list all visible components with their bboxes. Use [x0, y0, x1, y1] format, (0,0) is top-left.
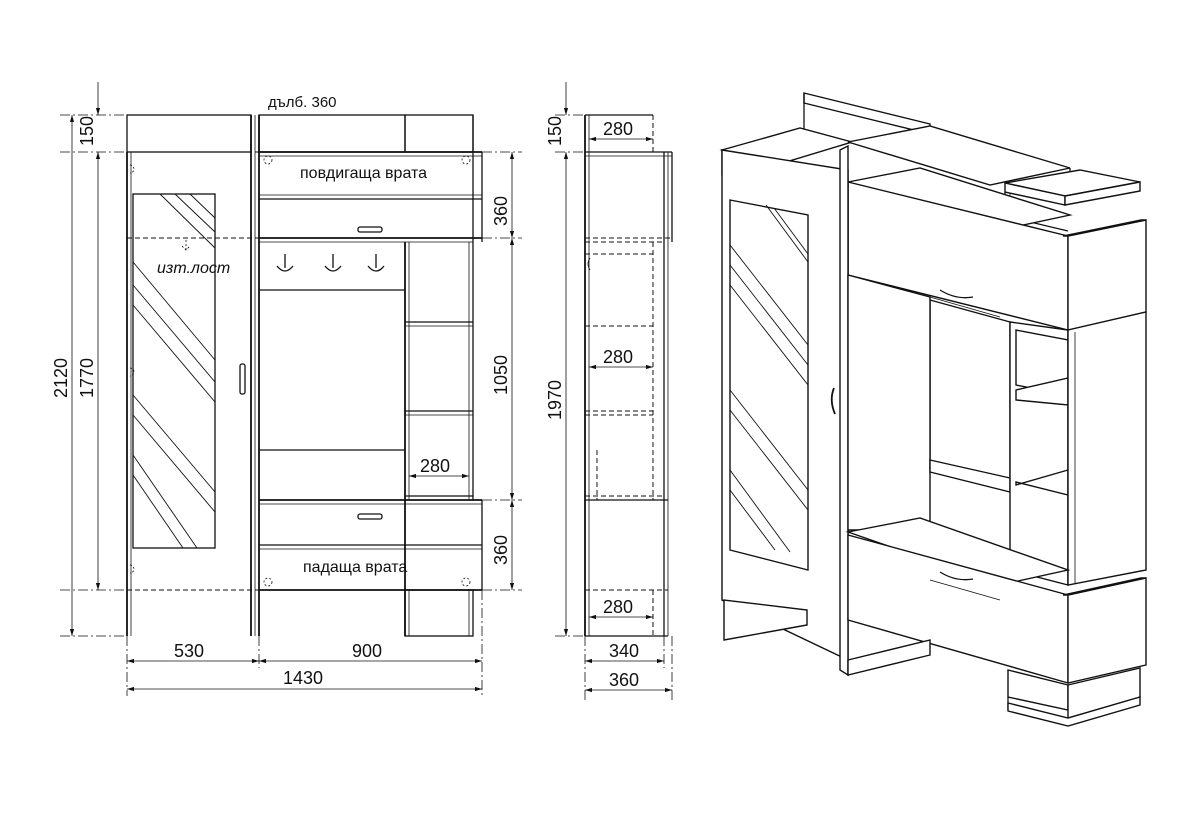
plinth-box [404, 589, 474, 637]
side-dim-bottom-depth: 280 [603, 597, 633, 617]
dim-lower-box: 360 [491, 535, 511, 565]
isometric-view [719, 92, 1147, 727]
dim-overall-height: 2120 [51, 358, 71, 398]
dim-top-height: 150 [77, 116, 97, 146]
dim-shelf-depth: 280 [420, 456, 450, 476]
depth-note-label: дълб. 360 [268, 94, 337, 111]
dim-upper-box: 360 [491, 196, 511, 226]
upper-lift-box: повдигаща врата [259, 151, 483, 243]
dim-right-width: 900 [352, 641, 382, 661]
front-view: дълб. 360 изт.лост [51, 82, 522, 696]
iso-mirror-lines [729, 204, 809, 553]
coat-hooks [276, 254, 385, 272]
lower-drop-box: падаща врата [259, 499, 483, 591]
side-dim-body: 340 [609, 641, 639, 661]
front-bottom-dims: 530 900 1430 [126, 590, 483, 696]
lift-door-handle [357, 226, 383, 233]
front-left-dims: 150 1770 2120 [51, 82, 127, 637]
wardrobe-handle [239, 363, 246, 395]
left-top-cap [126, 114, 252, 153]
drop-door-handle [357, 513, 383, 520]
mirror-panel [132, 193, 216, 549]
side-dim-top-depth: 280 [603, 119, 633, 139]
side-dim-mid-depth: 280 [603, 347, 633, 367]
shelf-made-label: изт.лост [157, 260, 230, 277]
middle-top-cap [258, 114, 406, 153]
dim-total-width: 1430 [283, 668, 323, 688]
front-right-dims: 360 1050 360 [482, 151, 522, 591]
dim-middle: 1050 [491, 355, 511, 395]
side-dim-total: 360 [609, 670, 639, 690]
right-top-cap [404, 114, 474, 153]
dim-left-width: 530 [174, 641, 204, 661]
side-view: 280 280 280 150 1970 340 360 [545, 82, 673, 700]
side-dim-overall-height: 1970 [545, 380, 565, 420]
shelf-column [404, 115, 474, 636]
dim-carcass-height: 1770 [77, 358, 97, 398]
side-dim-top-height: 150 [545, 116, 565, 146]
drop-door-label: падаща врата [303, 559, 407, 576]
lift-door-label: повдигаща врата [300, 165, 427, 182]
